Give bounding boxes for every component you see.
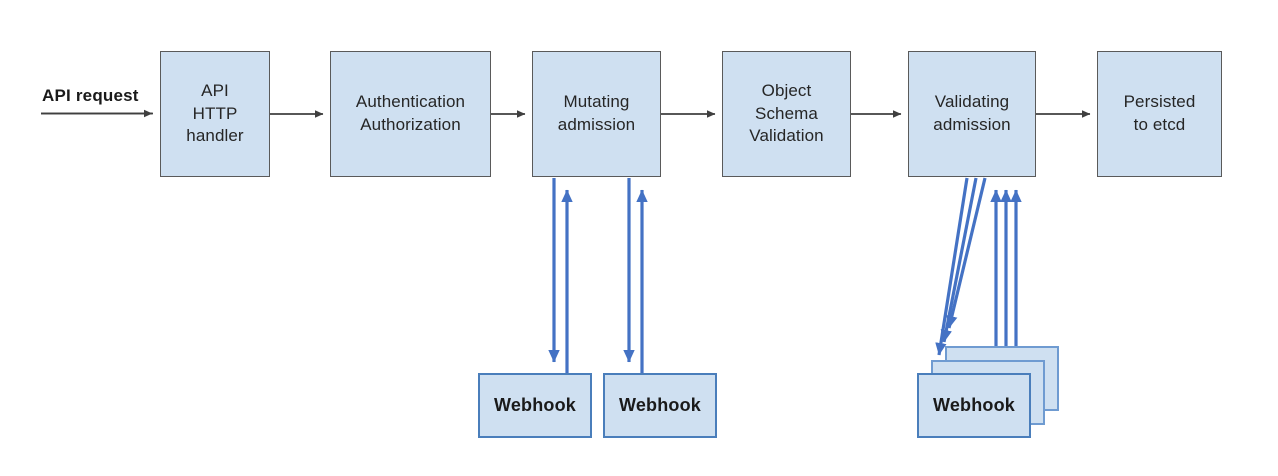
process-box-api-http-handler[interactable]: API HTTP handler — [160, 51, 270, 177]
process-box-mutating-admission[interactable]: Mutating admission — [532, 51, 661, 177]
process-box-object-schema-validation[interactable]: Object Schema Validation — [722, 51, 851, 177]
connector-validating-call-webhook-1 — [946, 177, 987, 329]
webhook-box-validating-front[interactable]: Webhook — [917, 373, 1031, 438]
entry-label-api-request: API request — [42, 86, 139, 105]
process-box-validating-admission[interactable]: Validating admission — [908, 51, 1036, 177]
connector-validating-call-webhook-2 — [940, 177, 978, 343]
webhook-box-mutating-2[interactable]: Webhook — [603, 373, 717, 438]
webhook-box-mutating-1[interactable]: Webhook — [478, 373, 592, 438]
connector-validating-call-webhook-3 — [935, 177, 969, 356]
process-box-persisted-to-etcd[interactable]: Persisted to etcd — [1097, 51, 1222, 177]
process-box-authentication[interactable]: Authentication Authorization — [330, 51, 491, 177]
